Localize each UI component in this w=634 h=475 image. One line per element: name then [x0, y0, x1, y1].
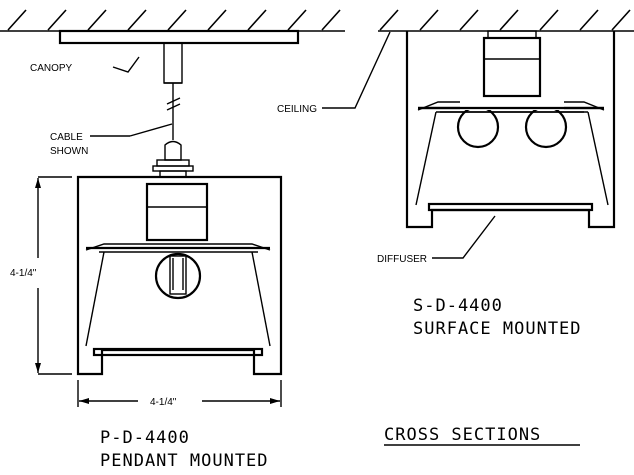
- surface-lamp-left: [456, 105, 500, 149]
- pendant-diffuser: [92, 347, 264, 357]
- pendant-mount-type: PENDANT MOUNTED: [100, 451, 269, 471]
- canopy-plate: [58, 29, 300, 45]
- cable-label-line2: SHOWN: [50, 146, 88, 157]
- pendant-model-number: P-D-4400: [100, 428, 190, 448]
- width-dimension-label: 4-1/4": [150, 397, 177, 408]
- section-title: CROSS SECTIONS: [384, 425, 541, 445]
- surface-housing: [405, 31, 616, 229]
- height-dimension-label: 4-1/4": [10, 268, 37, 279]
- cable-grip: [164, 140, 182, 161]
- surface-diffuser: [427, 202, 594, 212]
- canopy-stem: [163, 42, 183, 84]
- ballast: [145, 182, 209, 242]
- surface-fixture: CEILING DIFFUSER S-D-4400 SURFACE MOUNTE…: [277, 9, 634, 339]
- height-dimension: 4-1/4": [10, 176, 72, 375]
- surface-mount-type: SURFACE MOUNTED: [413, 319, 582, 339]
- pendant-ceiling-hatch: [0, 9, 345, 32]
- width-dimension: 4-1/4": [77, 380, 282, 408]
- canopy-label: CANOPY: [30, 63, 73, 74]
- cable-label-line1: CABLE: [50, 132, 83, 143]
- pendant-housing: [76, 175, 283, 376]
- pendant-fixture: CANOPY CABLE SHOWN 4-1/4" 4-1/4" P-D-440…: [0, 9, 345, 471]
- surface-lamp-right: [524, 105, 568, 149]
- ceiling-label: CEILING: [277, 104, 317, 115]
- diffuser-label: DIFFUSER: [377, 254, 427, 265]
- surface-ballast: [482, 36, 542, 98]
- surface-model-number: S-D-4400: [413, 296, 503, 316]
- surface-ceiling-hatch: [378, 9, 634, 32]
- pendant-lamp: [154, 252, 202, 300]
